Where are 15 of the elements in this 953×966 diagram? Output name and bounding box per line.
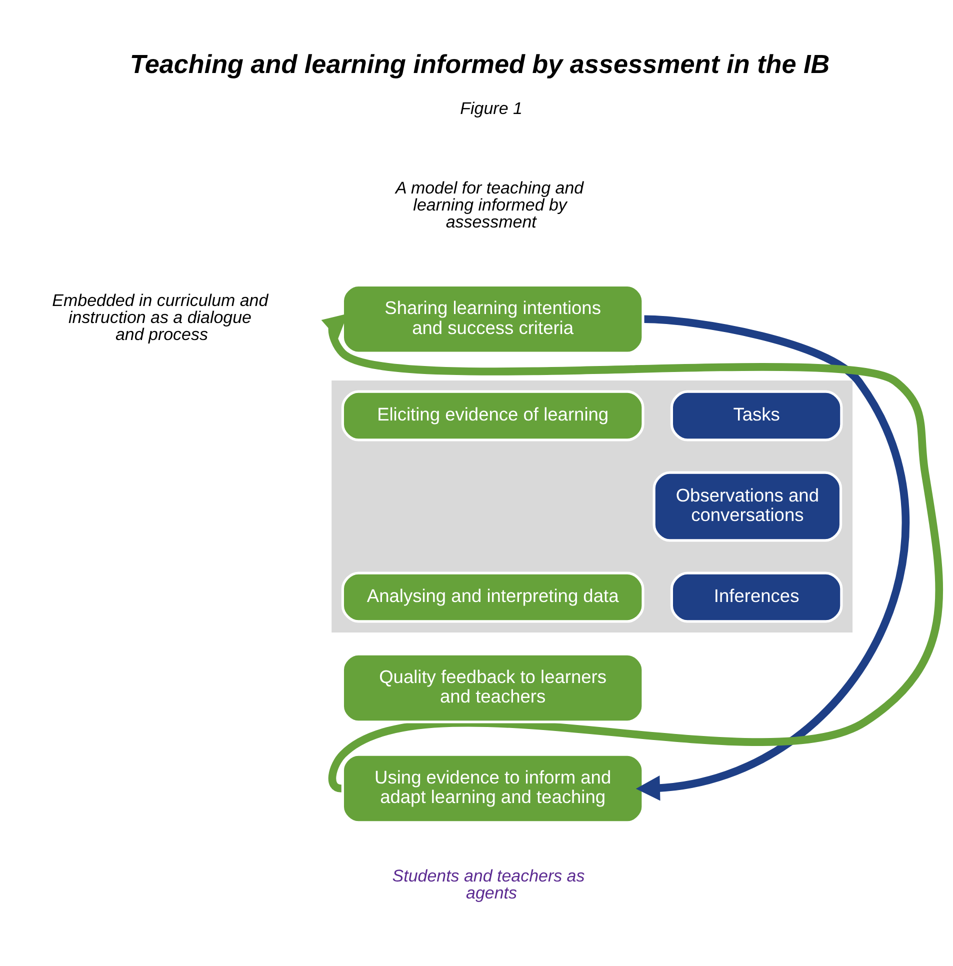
diagram-title: Teaching and learning informed by assessment in the IB — [130, 49, 830, 80]
label: Embedded in curriculum and instruction as a dialogue and process — [52, 290, 268, 344]
node-box: Sharing learning intentions and success criteria — [341, 284, 644, 354]
label: Figure 1 — [460, 99, 522, 118]
node-box: Analysing and interpreting data — [341, 572, 644, 623]
node-box: Inferences — [670, 572, 843, 623]
node-box: Observations and conversations — [652, 471, 842, 542]
arrow — [636, 315, 910, 801]
cluster — [332, 380, 853, 632]
label: Students and teachers as agents — [392, 866, 585, 903]
label: A model for teaching and learning informed by assessment — [396, 178, 584, 232]
node-box: Using evidence to inform and adapt learning and teaching — [341, 753, 644, 824]
node-box: Eliciting evidence of learning — [341, 390, 644, 442]
node-box: Quality feedback to learners and teachers — [341, 652, 644, 724]
node-box: Tasks — [670, 390, 843, 442]
